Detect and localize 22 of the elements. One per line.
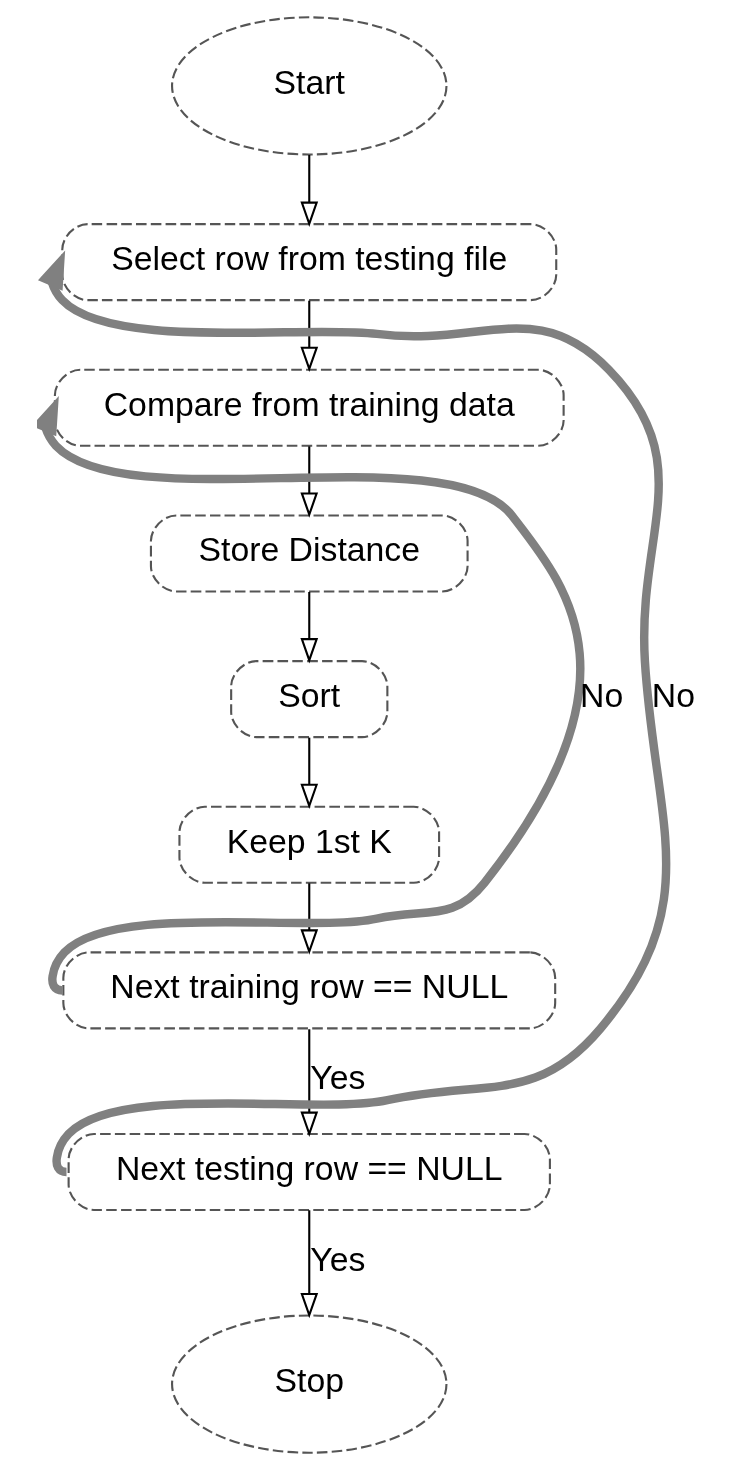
arrow [300,300,319,373]
arrow [300,1029,319,1137]
node-box: Keep 1st K [178,805,441,884]
edge-label: No [651,676,695,715]
arrow [300,446,319,518]
arrow [300,1210,319,1319]
node-box: Sort [230,660,389,739]
node-box: Next training row == NULL [62,951,557,1030]
node-ellipse: Start [171,16,448,156]
arrow [300,592,319,664]
edge-label: No [580,676,624,715]
arrow [300,883,319,955]
edge-label: Yes [310,1239,366,1278]
arrow [300,155,319,227]
edge-label: Yes [310,1058,366,1097]
node-box: Select row from testing file [61,223,558,302]
node-ellipse: Stop [171,1314,448,1454]
node-box: Store Distance [149,514,469,593]
arrow [37,396,585,994]
arrow [300,737,319,810]
node-box: Compare from training data [53,368,565,447]
node-box: Next testing row == NULL [67,1132,551,1211]
